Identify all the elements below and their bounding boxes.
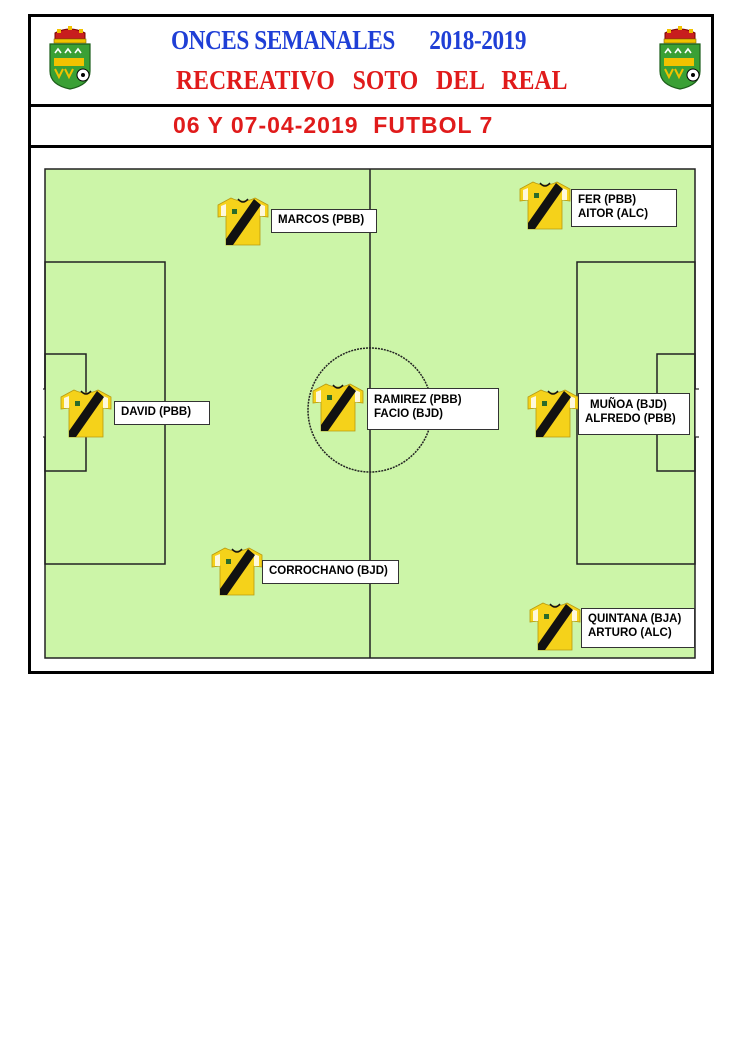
jersey-icon xyxy=(58,387,114,439)
player-name: MUÑOA (BJD) xyxy=(590,399,667,411)
player-label-bottom-left: CORROCHANO (BJD) xyxy=(262,560,399,584)
player-name: ALFREDO (PBB) xyxy=(585,413,676,425)
season-text: 2018-2019 xyxy=(429,25,527,55)
sheet-header: ONCES SEMANALES 2018-2019 RECREATIVO SOTO… xyxy=(31,17,711,107)
club-name: RECREATIVO SOTO DEL REAL xyxy=(176,65,568,95)
jersey-icon xyxy=(310,381,366,433)
page-title: ONCES SEMANALES 2018-2019 xyxy=(171,25,526,56)
player-label-center: RAMIREZ (PBB) FACIO (BJD) xyxy=(367,388,499,430)
player-name: QUINTANA (BJA) xyxy=(588,613,682,625)
player-name: ARTURO (ALC) xyxy=(588,627,672,639)
player-name: FACIO (BJD) xyxy=(374,408,443,420)
lineup-sheet: ONCES SEMANALES 2018-2019 RECREATIVO SOTO… xyxy=(28,14,714,674)
player-name: AITOR (ALC) xyxy=(578,208,649,220)
match-date: 06 Y 07-04-2019 FUTBOL 7 xyxy=(173,112,494,138)
player-label-right: MUÑOA (BJD) ALFREDO (PBB) xyxy=(578,393,690,435)
goal-left xyxy=(43,388,46,438)
player-name: MARCOS (PBB) xyxy=(278,214,365,226)
player-name: CORROCHANO (BJD) xyxy=(269,565,388,577)
jersey-icon xyxy=(517,179,573,231)
player-label-gk: DAVID (PBB) xyxy=(114,401,210,425)
title-text: ONCES SEMANALES xyxy=(171,25,395,55)
club-crest-right-icon xyxy=(655,25,705,99)
jersey-icon xyxy=(215,195,271,247)
club-crest-left-icon xyxy=(45,25,95,99)
player-name: RAMIREZ (PBB) xyxy=(374,394,462,406)
goal-right xyxy=(694,388,699,438)
player-name: FER (PBB) xyxy=(578,194,637,206)
player-label-top-right: FER (PBB) AITOR (ALC) xyxy=(571,189,677,227)
player-name: DAVID (PBB) xyxy=(121,406,192,418)
jersey-icon xyxy=(527,600,583,652)
player-label-top-left: MARCOS (PBB) xyxy=(271,209,377,233)
jersey-icon xyxy=(525,387,581,439)
player-label-bottom-right: QUINTANA (BJA) ARTURO (ALC) xyxy=(581,608,695,648)
jersey-icon xyxy=(209,545,265,597)
match-header: 06 Y 07-04-2019 FUTBOL 7 xyxy=(31,107,711,148)
